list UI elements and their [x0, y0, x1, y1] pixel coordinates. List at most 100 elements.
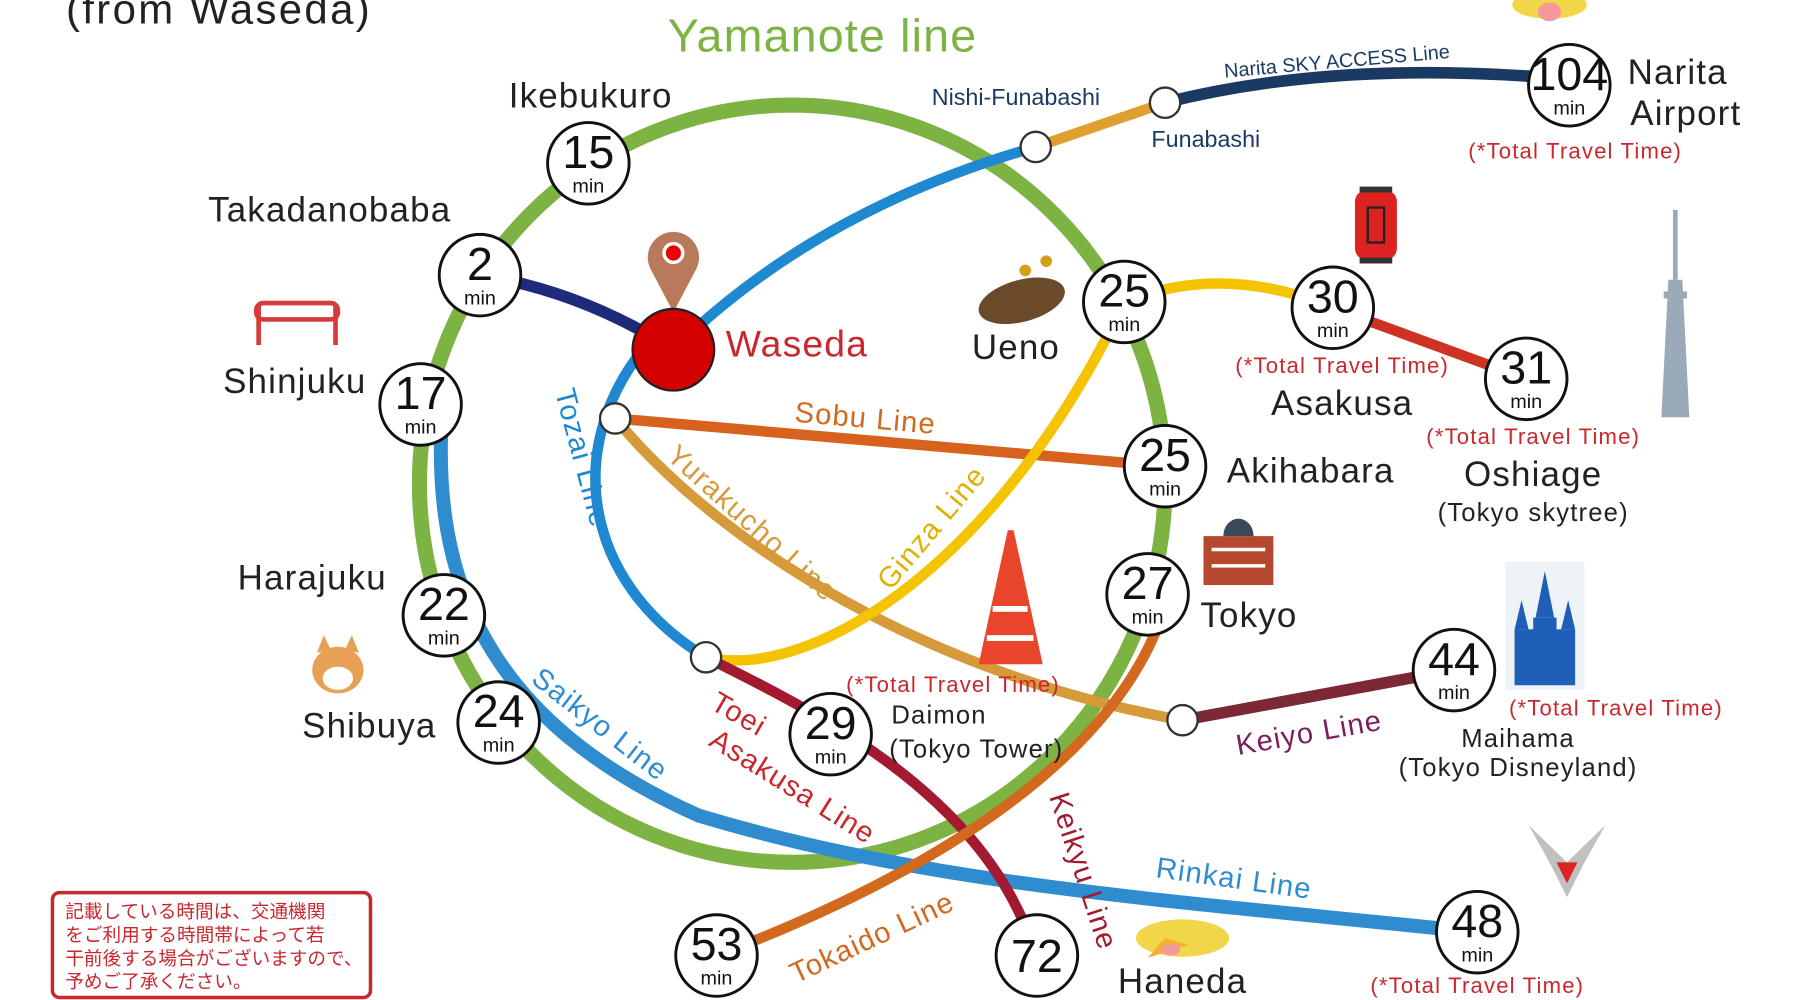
map-subtitle: (from Waseda): [66, 0, 372, 32]
tozai-line-south: [590, 332, 712, 663]
funabashi-label: Funabashi: [1151, 126, 1260, 152]
minutes-value: 25: [1098, 265, 1150, 317]
yurakucho-line: [609, 413, 1188, 726]
transfer-nihonbashi: [689, 640, 723, 674]
station-landmark: (Tokyo Tower): [889, 735, 1063, 763]
station-daimon[interactable]: 29 min (*Total Travel Time) Daimon (Toky…: [788, 672, 1063, 777]
station-name: Daimon: [891, 702, 986, 730]
station-name: Takadanobaba: [208, 191, 451, 230]
nishi-funabashi-label: Nishi-Funabashi: [932, 84, 1100, 110]
minutes-value: 17: [395, 367, 447, 419]
yurakucho-line-label: Yurakucho Line: [660, 439, 843, 608]
minutes-value: 22: [418, 578, 470, 630]
station-ueno[interactable]: 25 min Ueno: [972, 259, 1167, 367]
minutes-unit: min: [572, 175, 604, 197]
station-name-2: Airport: [1630, 94, 1741, 133]
minutes-value: 27: [1122, 557, 1174, 609]
station-tokaido-end[interactable]: 53 min: [674, 913, 759, 998]
minutes-value: 31: [1500, 341, 1552, 393]
tokaido-line-label: Tokaido Line: [785, 886, 959, 990]
transfer-funabashi: [1148, 86, 1182, 120]
minutes-value: 72: [1011, 930, 1063, 982]
total-time-note: (*Total Travel Time): [1370, 973, 1584, 998]
station-tokyo[interactable]: 27 min Tokyo: [1105, 552, 1298, 637]
total-time-note: (*Total Travel Time): [1468, 139, 1682, 164]
station-name: Oshiage: [1464, 455, 1602, 494]
station-oshiage[interactable]: 31 min (*Total Travel Time) Oshiage (Tok…: [1426, 336, 1640, 527]
minutes-value: 48: [1451, 895, 1503, 947]
total-time-note: (*Total Travel Time): [846, 672, 1060, 697]
tozai-line-east: [668, 141, 1041, 355]
minutes-unit: min: [1108, 314, 1140, 336]
note-line: をご利用する時間帯によって若: [65, 925, 324, 946]
station-name: Asakusa: [1271, 384, 1413, 423]
note-line: 干前後する場合がございますので、: [65, 948, 362, 969]
keiyo-line: [1176, 664, 1460, 727]
minutes-value: 30: [1307, 270, 1359, 322]
total-time-note: (*Total Travel Time): [1509, 696, 1723, 721]
station-keikyu-end[interactable]: 72: [994, 913, 1080, 998]
station-landmark: (Tokyo Disneyland): [1399, 754, 1638, 782]
keiyo-line-label: Keiyo Line: [1234, 705, 1385, 762]
toyo-rapid-line: [1030, 97, 1171, 153]
station-landmark: (Tokyo skytree): [1438, 499, 1629, 527]
minutes-unit: min: [1553, 97, 1585, 119]
minutes-unit: min: [1438, 682, 1470, 704]
minutes-value: 53: [691, 918, 743, 970]
station-name: Shibuya: [302, 707, 436, 746]
minutes-unit: min: [1132, 606, 1164, 628]
minutes-value: 25: [1139, 429, 1191, 481]
waseda-label: Waseda: [726, 323, 868, 365]
minutes-value: 104: [1530, 48, 1608, 100]
station-takadanobaba[interactable]: 2 min Takadanobaba: [208, 191, 523, 318]
minutes-unit: min: [483, 735, 515, 757]
minutes-value: 24: [473, 685, 525, 737]
total-time-note: (*Total Travel Time): [1235, 353, 1449, 378]
station-name: Harajuku: [238, 559, 387, 598]
tokyo-skytree-icon: [1661, 209, 1690, 418]
shinjuku-gate-icon: [253, 300, 341, 346]
ginza-line: [700, 296, 1130, 666]
minutes-unit: min: [1461, 944, 1493, 966]
gundam-cafe-icon: [1528, 825, 1606, 898]
shiba-dog-icon: [312, 635, 364, 694]
minutes-unit: min: [701, 968, 733, 990]
transfer-iidabashi: [598, 402, 632, 435]
transfer-shin-kiba: [1166, 703, 1199, 737]
transfer-nishi-funabashi: [1019, 130, 1053, 164]
timing-disclaimer-note: 記載している時間は、交通機関 をご利用する時間帯によって若 干前後する場合がござ…: [50, 890, 373, 1000]
station-name: Maihama: [1461, 725, 1575, 753]
station-akihabara[interactable]: 25 min Akihabara: [1122, 423, 1395, 509]
station-name: Tokyo: [1200, 596, 1297, 635]
station-name: Ueno: [972, 328, 1060, 367]
station-shinjuku[interactable]: 17 min Shinjuku: [223, 362, 463, 447]
top-right-illustration-icon: [1512, 0, 1587, 22]
waseda-origin-marker: [631, 307, 716, 392]
station-name: Ikebukuro: [509, 76, 673, 115]
station-name: Narita: [1628, 53, 1728, 92]
tokyo-tower-icon: [978, 530, 1043, 665]
minutes-unit: min: [428, 627, 460, 649]
note-line: 記載している時間は、交通機関: [65, 901, 325, 922]
minutes-unit: min: [1149, 478, 1181, 500]
station-ikebukuro[interactable]: 15 min Ikebukuro: [509, 76, 673, 206]
narita-sky-access-line: [1159, 66, 1576, 109]
haneda-airplane-icon: [1135, 919, 1230, 958]
station-asakusa[interactable]: 30 min (*Total Travel Time) Asakusa: [1235, 265, 1449, 423]
station-rinkai-end[interactable]: 48 min (*Total Travel Time): [1370, 889, 1584, 998]
waseda-pin-icon: [647, 231, 700, 313]
minutes-unit: min: [405, 417, 437, 439]
minutes-value: 29: [805, 697, 857, 749]
minutes-value: 15: [562, 126, 614, 178]
minutes-value: 44: [1428, 633, 1480, 685]
station-shibuya[interactable]: 24 min Shibuya: [302, 680, 541, 765]
station-name: Akihabara: [1227, 452, 1395, 491]
note-line: 予めご了承ください。: [65, 971, 251, 992]
station-maihama[interactable]: 44 min (*Total Travel Time) Maihama (Tok…: [1399, 627, 1723, 782]
station-narita-airport[interactable]: 104 min Narita Airport (*Total Travel Ti…: [1468, 43, 1741, 164]
minutes-value: 2: [467, 238, 493, 290]
station-harajuku[interactable]: 22 min Harajuku: [238, 559, 487, 658]
station-name: Shinjuku: [223, 362, 366, 401]
tokaido-line: [711, 600, 1171, 961]
minutes-unit: min: [1317, 320, 1349, 342]
